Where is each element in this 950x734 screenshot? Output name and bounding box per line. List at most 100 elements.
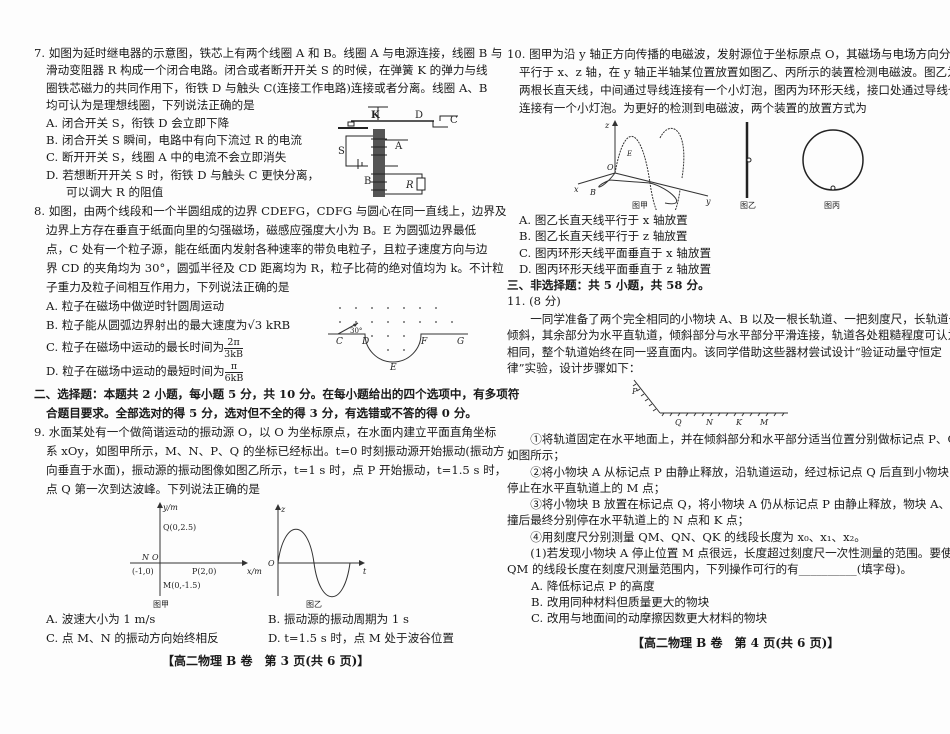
- q11-line: 相同，整个轨道始终在同一竖直面内。该同学借助这些器材尝试设计“验证动量守恒定: [507, 344, 942, 359]
- label-a: A: [394, 141, 403, 152]
- q9-line: 系 xOy，如图甲所示，M、N、P、Q 的坐标已经标出。t=0 时刻振动源开始振…: [46, 444, 505, 458]
- q10-line: 连接有一个小灯泡。为更好的检测到电磁波，两个装置的放置方式为: [519, 101, 867, 115]
- label-g: G: [457, 337, 464, 347]
- q9-option-d: D. t=1.5 s 时，点 M 处于波谷位置: [268, 631, 454, 645]
- q7-line: 均可认为是理想线圈，下列说法正确的是: [46, 98, 255, 113]
- section-2-header: 二、选择题：本题共 2 小题，每小题 5 分，共 10 分。在每小题给出的四个选…: [34, 385, 519, 423]
- question-7: 7. 如图为延时继电器的示意图，铁芯上有两个线圈 A 和 B。线圈 A 与电源连…: [34, 45, 503, 202]
- q10-option-d: D. 图丙环形天线平面垂直于 z 轴放置: [519, 261, 712, 276]
- q9-line: 向垂直于水面)，振动源的振动图像如图乙所示，t=1 s 时，点 P 开始振动，t…: [46, 463, 507, 477]
- label-e: E: [389, 363, 397, 370]
- label-s: S: [338, 146, 345, 157]
- point-n-coord: (-1,0): [132, 567, 154, 576]
- footer-page-3: 【高二物理 B 卷 第 3 页(共 6 页)】: [162, 654, 370, 668]
- q11-step-line: ③将小物块 B 放置在标记点 Q，将小物块 A 仍从标记点 P 由静止释放，物块…: [507, 497, 950, 512]
- numerator: 2π: [227, 336, 240, 348]
- caption-bing: 图丙: [824, 201, 840, 210]
- q11-intro: 一同学准备了两个完全相同的小物块 A、B 以及一根长轨道、一把刻度尺，长轨道一端…: [507, 311, 950, 376]
- q11-step-line: ①将轨道固定在水平地面上，并在倾斜部分和水平部分适当位置分别做标记点 P、Q，: [507, 432, 950, 446]
- q8-option-c-text: C. 粒子在磁场中运动的最长时间为: [46, 340, 225, 354]
- point-m: M(0,-1.5): [163, 581, 201, 590]
- q11-line: 倾斜，其余部分为水平直轨道，倾斜部分与水平部分平滑连接，轨道各处粗糙程度可认为: [507, 328, 950, 343]
- label-d: D: [361, 337, 369, 347]
- q8-line: 边界上方存在垂直于纸面向里的匀强磁场，磁感应强度大小为 B。E 为圆弧边界最低: [46, 223, 477, 237]
- denominator: 3kB: [224, 347, 243, 360]
- q8-option-d-text: D. 粒子在磁场中运动的最短时间为: [46, 364, 225, 378]
- section-2-line: 合题目要求。全部选对的得 5 分，选对但不全的得 3 分，有选错或不答的得 0 …: [46, 406, 478, 420]
- label-b: B: [364, 176, 371, 187]
- point-n: N: [705, 418, 714, 427]
- q7-line: 滑动变阻器 R 构成一个闭合电路。闭合或者断开开关 S 的时候，在弹簧 K 的弹…: [46, 63, 488, 78]
- section-2-line: 二、选择题：本题共 2 小题，每小题 5 分，共 10 分。在每小题给出的四个选…: [34, 387, 520, 401]
- q7-option-d-cont: 可以调大 R 的阻值: [66, 185, 164, 200]
- q8-line: 点，C 处有一个粒子源，能在纸面内发射各种速率的带负电粒子，且粒子速度方向与边: [46, 242, 488, 256]
- q11-heading: 11. (8 分): [507, 294, 561, 309]
- q7-option-a: A. 闭合开关 S，衔铁 D 会立即下降: [46, 115, 230, 130]
- label-c: C: [336, 337, 343, 347]
- caption-yi: 图乙: [740, 201, 756, 210]
- q11-line: 一同学准备了两个完全相同的小物块 A、B 以及一根长轨道、一把刻度尺，长轨道一端: [507, 312, 950, 326]
- figure-bing-loop-antenna: 图丙: [802, 129, 864, 210]
- q11-steps: ①将轨道固定在水平地面上，并在倾斜部分和水平部分适当位置分别做标记点 P、Q， …: [507, 431, 950, 627]
- figure-yi-antenna: 图乙: [740, 122, 756, 210]
- label-d: D: [415, 110, 423, 121]
- point-k: K: [735, 418, 743, 427]
- q11-step-line: 停止在水平直轨道上的 M 点；: [507, 480, 666, 495]
- denominator: 6kB: [224, 371, 244, 384]
- point-n: N: [141, 553, 150, 562]
- y-axis-label: y/m: [162, 503, 178, 512]
- track-diagram: P Q N K M: [631, 379, 788, 427]
- q9-option-c: C. 点 M、N 的振动方向始终相反: [46, 631, 219, 645]
- label-f: F: [420, 337, 428, 347]
- numerator: π: [230, 360, 238, 372]
- footer-page-4: 【高二物理 B 卷 第 4 页(共 6 页)】: [632, 636, 840, 650]
- e-label: E: [626, 150, 632, 158]
- q11-step-line: 撞后最终分别停在水平轨道上的 N 点和 K 点；: [507, 513, 750, 528]
- figure-yi-vibration-graph: z t O 图乙: [268, 504, 367, 609]
- t-axis-label: t: [363, 567, 367, 576]
- label-r: R: [405, 180, 414, 191]
- q8-line: 界 CD 的夹角均为 30°，圆弧半径及 CD 距离均为 R，粒子比荷的绝对值均…: [46, 261, 504, 275]
- q11-option-b: B. 改用同种材料但质量更大的物块: [531, 594, 710, 609]
- q8-line: 8. 如图，由两个线段和一个半圆组成的边界 CDEFG，CDFG 与圆心在同一直…: [34, 204, 507, 218]
- q8-line: 子重力及粒子间相互作用力，下列说法正确的是: [46, 280, 290, 294]
- q7-line: 圈铁芯磁力的共同作用下，衔铁 D 与触头 C(连接工作电路)连接或者分离。线圈 …: [46, 80, 488, 95]
- q10-option-b: B. 图乙长直天线平行于 z 轴放置: [519, 229, 688, 244]
- q11-option-c: C. 改用与地面间的动摩擦因数更大材料的物块: [531, 611, 768, 626]
- q9-line: 点 Q 第一次到达波峰。下列说法正确的是: [46, 482, 260, 496]
- q9-line: 9. 水面某处有一个做简谐运动的振动源 O，以 O 为坐标原点，在水面内建立平面…: [34, 425, 497, 439]
- figure-jia-coordinates: y/m x/m Q(0,2.5) P(2,0) N (-1,0) O M(0,-…: [130, 502, 262, 609]
- q7-option-b: B. 闭合开关 S 瞬间，电路中有向下流过 R 的电流: [46, 132, 302, 147]
- origin-o: O: [152, 553, 159, 562]
- q11-step-line: (1)若发现小物块 A 停止位置 M 点很远，长度超过刻度尺一次性测量的范围。要…: [507, 546, 950, 561]
- point-q: Q(0,2.5): [163, 523, 196, 532]
- q8-option-a: A. 粒子在磁场中做逆时针圆周运动: [46, 299, 225, 313]
- q7-line: 7. 如图为延时继电器的示意图，铁芯上有两个线圈 A 和 B。线圈 A 与电源连…: [34, 46, 503, 60]
- q11-step-line: 如图所示；: [507, 448, 565, 463]
- q7-option-d: D. 若想断开开关 S 时，衔铁 D 与触头 C 更快分离，: [46, 167, 320, 182]
- caption-yi: 图乙: [306, 600, 322, 609]
- q11-step-line: ②将小物块 A 从标记点 P 由静止释放，沿轨道运动，经过标记点 Q 后直到小物…: [507, 464, 950, 479]
- question-10: 10. 图甲为沿 y 轴正方向传播的电磁波，发射源位于坐标原点 O，其磁场与电场…: [507, 45, 950, 117]
- q10-options: A. 图乙长直天线平行于 x 轴放置 B. 图乙长直天线平行于 z 轴放置 C.…: [507, 212, 711, 310]
- q10-line: 两根长直天线，中间通过导线连接有一个小灯泡，图丙为环形天线，接口处通过导线也: [519, 83, 950, 97]
- z-axis: z: [604, 121, 610, 130]
- q11-option-a: A. 降低标记点 P 的高度: [531, 578, 655, 593]
- angle-label: 30°: [350, 327, 362, 335]
- origin-o: O: [607, 163, 614, 172]
- q7-option-c: C. 断开开关 S，线圈 A 中的电流不会立即消失: [46, 150, 287, 165]
- q10-option-c: C. 图丙环形天线平面垂直于 x 轴放置: [519, 245, 712, 260]
- y-axis: y: [705, 197, 711, 206]
- q11-answer-blank-line[interactable]: QM 的线段长度在刻度尺测量范围内，下列操作可行的有__________(填字母…: [507, 562, 913, 577]
- question-9: 9. 水面某处有一个做简谐运动的振动源 O，以 O 为坐标原点，在水面内建立平面…: [34, 423, 506, 499]
- caption-jia: 图甲: [632, 201, 648, 210]
- z-axis-label: z: [280, 505, 286, 514]
- label-c: C: [450, 115, 458, 126]
- magnetic-field-diagram: 30° C D E F G: [328, 307, 468, 370]
- point-q: Q: [675, 418, 682, 427]
- q10-option-a: A. 图乙长直天线平行于 x 轴放置: [519, 213, 688, 227]
- origin-o: O: [268, 559, 275, 568]
- q11-step-line: ④用刻度尺分别测量 QM、QN、QK 的线段长度为 x₀、x₁、x₂。: [507, 529, 866, 544]
